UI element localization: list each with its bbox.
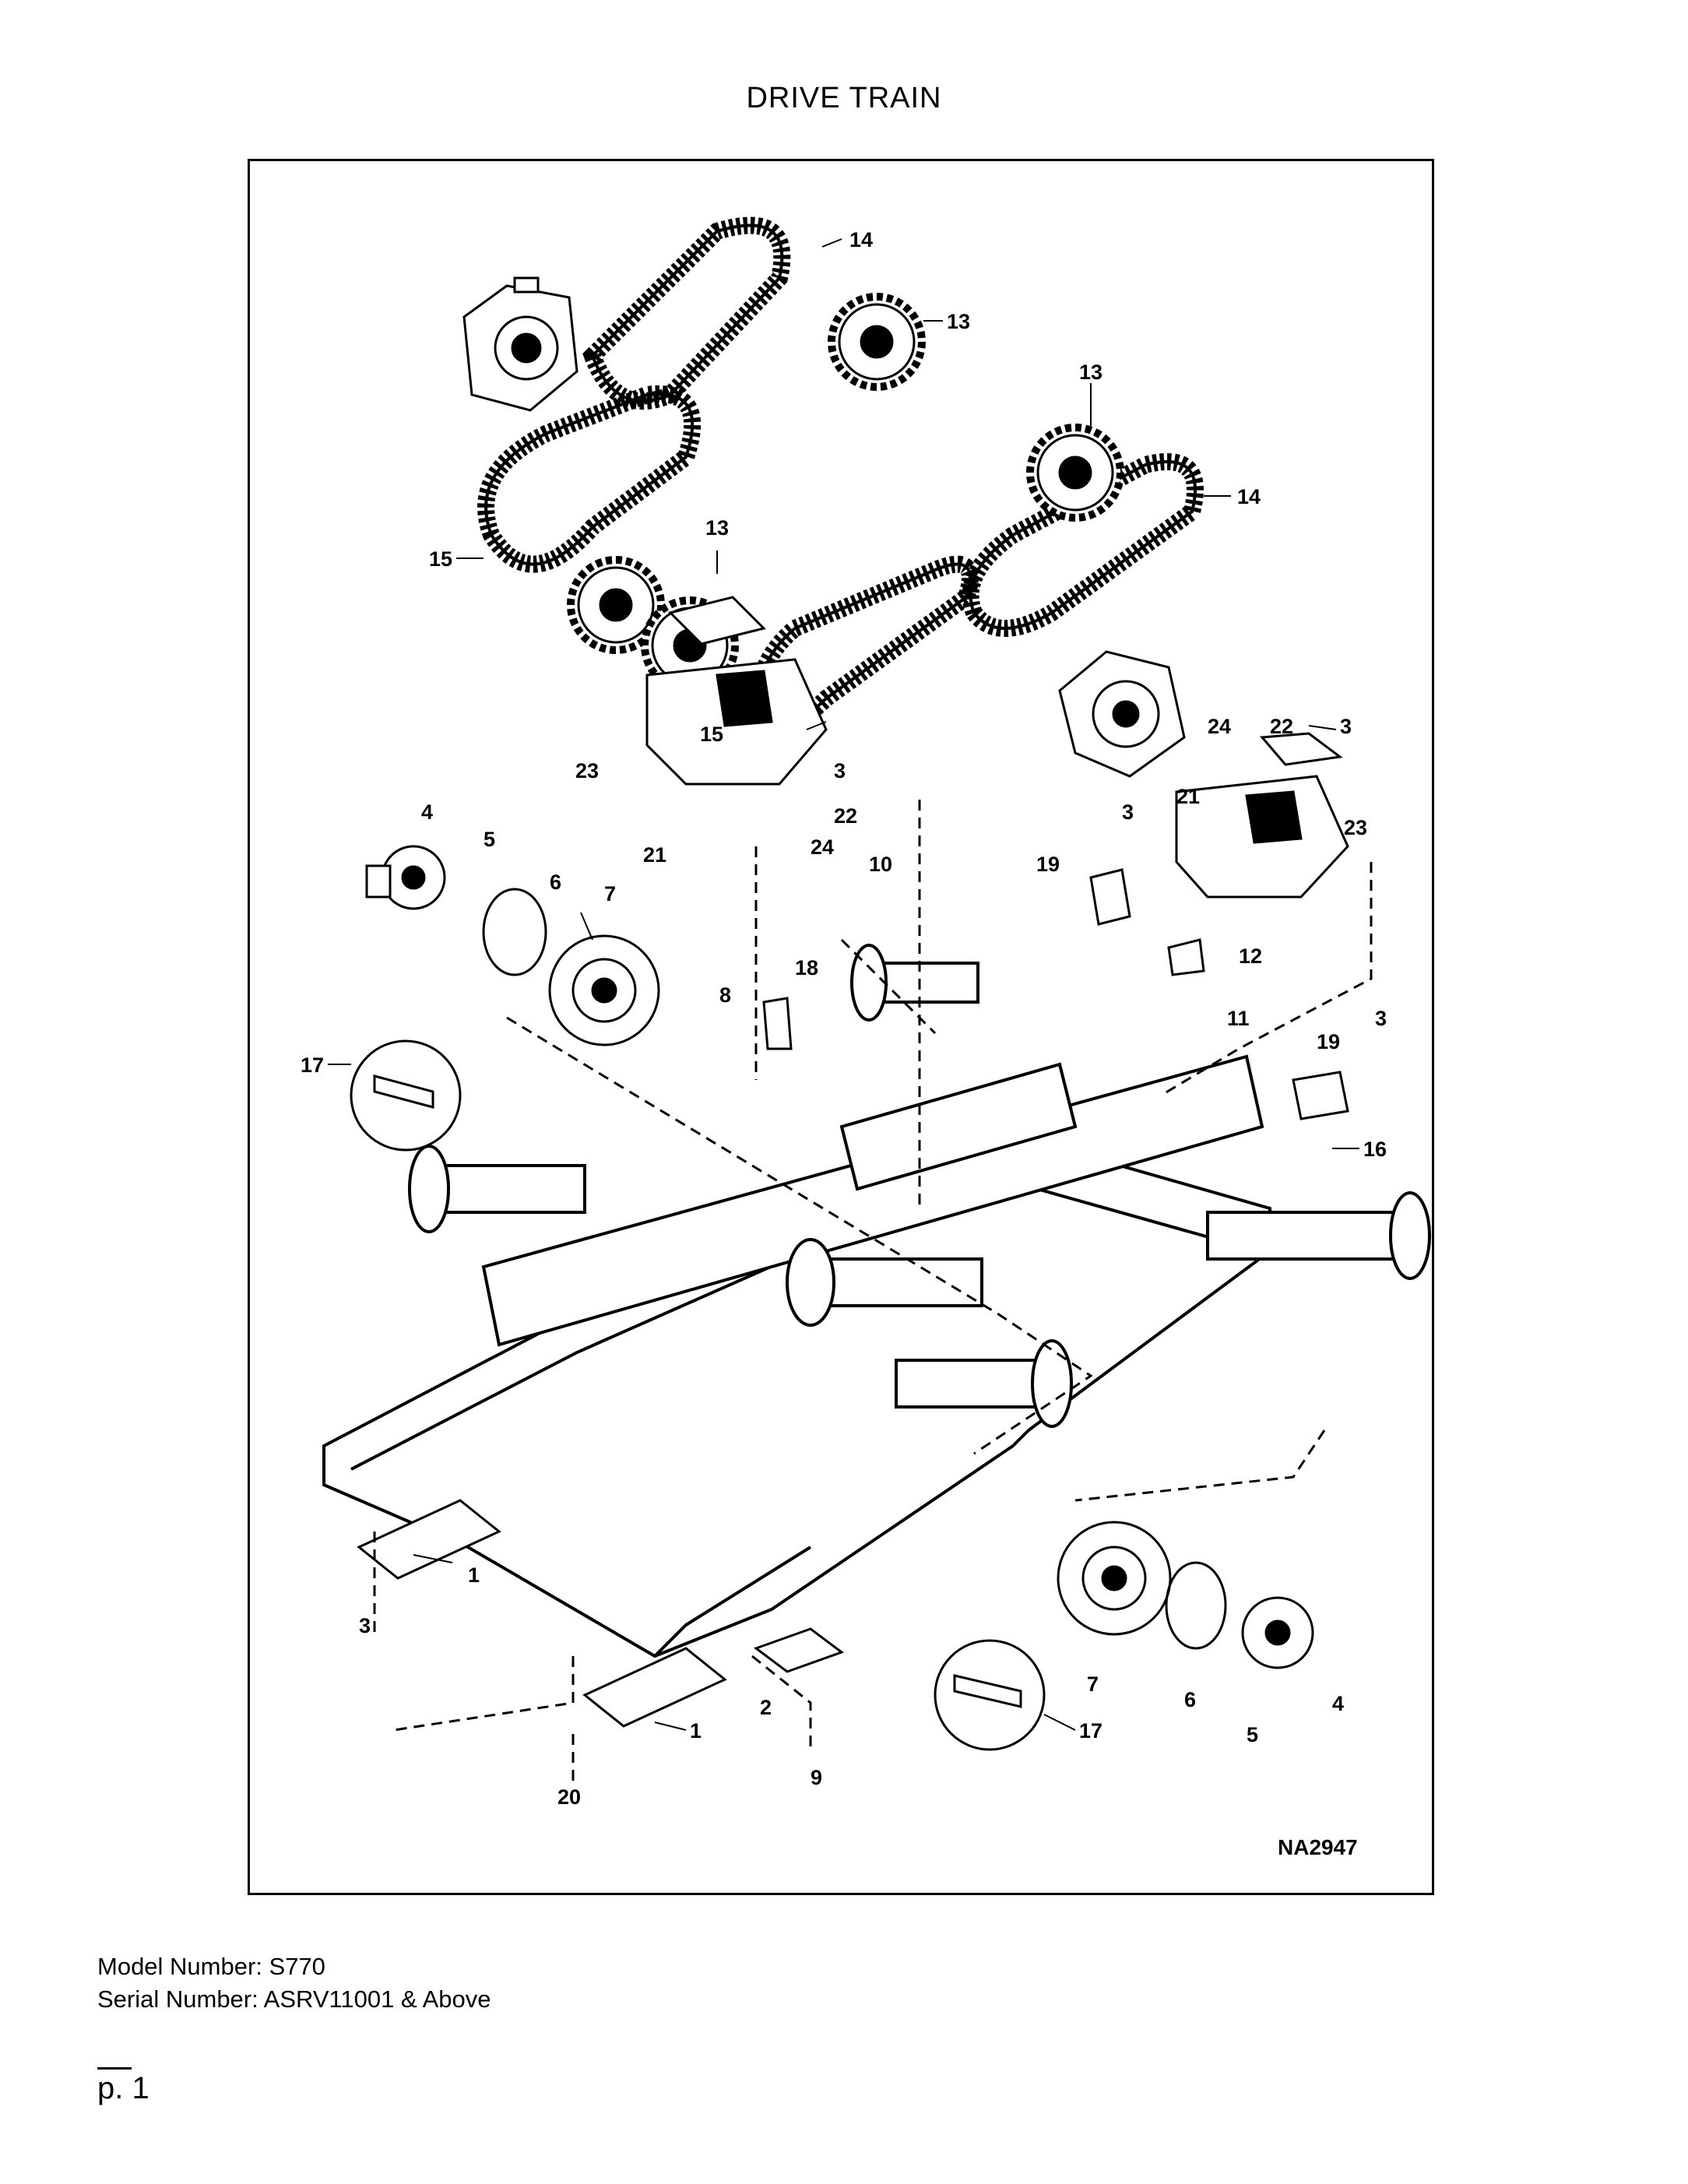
- callout-18: 18: [795, 956, 818, 979]
- page-number-rule: [97, 2067, 132, 2070]
- callout-8: 8: [719, 983, 731, 1007]
- motor-housing-top-left: [462, 276, 578, 412]
- callout-13-left: 13: [705, 516, 729, 540]
- drive-chain-right: [962, 453, 1204, 637]
- bracket-8: [762, 997, 793, 1050]
- callout-17-right: 17: [1079, 1719, 1102, 1743]
- callout-12: 12: [1239, 944, 1262, 968]
- plate-2: [753, 1627, 845, 1673]
- skid-plate-1-left: [357, 1499, 501, 1580]
- callout-13-right: 13: [1079, 360, 1102, 384]
- callout-1-left: 1: [468, 1563, 480, 1587]
- callout-21-right: 21: [1176, 785, 1200, 808]
- callout-3-mid: 3: [1122, 800, 1134, 824]
- callout-7-lower: 7: [1087, 1672, 1099, 1696]
- callout-2: 2: [760, 1696, 772, 1719]
- callout-3-top-right: 3: [1340, 715, 1352, 738]
- callout-15-center: 15: [700, 723, 723, 746]
- callout-3-left: 3: [834, 759, 846, 783]
- callout-3-lower-left: 3: [359, 1614, 371, 1637]
- sealant-tube-17-right: [934, 1639, 1046, 1751]
- callout-19-upper: 19: [1036, 853, 1060, 876]
- callout-23-right: 23: [1344, 816, 1367, 839]
- callout-14-upper: 14: [849, 228, 873, 251]
- callout-24-left: 24: [811, 835, 834, 859]
- skid-plate-1-center: [582, 1647, 727, 1728]
- drive-chain-left: [477, 385, 702, 573]
- callout-4-lower: 4: [1332, 1692, 1344, 1715]
- callout-5-upper: 5: [484, 828, 495, 851]
- callout-6-lower: 6: [1184, 1688, 1196, 1711]
- drive-train-exploded-view: 14 13 13 14 13 15 15 24 22 3 23 3 22 24 …: [301, 216, 1431, 1859]
- callout-22-left: 22: [834, 804, 857, 828]
- callout-10: 10: [869, 853, 892, 876]
- clip-12: [1167, 938, 1205, 976]
- callout-6-upper: 6: [550, 870, 561, 894]
- callout-23-left: 23: [575, 759, 599, 783]
- callout-14-right: 14: [1237, 485, 1261, 508]
- hub-5-lower-right: [1241, 1596, 1314, 1669]
- page-number: p. 1: [97, 2071, 149, 2105]
- callout-1-center: 1: [690, 1719, 702, 1743]
- axle-center: [786, 1238, 983, 1327]
- axle-upper-center: [850, 944, 979, 1022]
- callout-11: 11: [1227, 1007, 1250, 1030]
- bracket-22-right: [1259, 732, 1343, 766]
- o-ring-6-upper: [482, 888, 547, 976]
- callout-4-upper: 4: [421, 800, 433, 824]
- sealant-tube-17-left: [350, 1039, 462, 1152]
- plate-19-upper: [1089, 868, 1131, 926]
- callout-16: 16: [1363, 1138, 1387, 1161]
- sprocket-right-upper: [1026, 424, 1124, 522]
- gearbox-7-upper: [548, 934, 660, 1046]
- page-title: DRIVE TRAIN: [746, 82, 942, 114]
- hub-5-upper-left: [365, 845, 446, 910]
- callout-22-right: 22: [1270, 715, 1293, 738]
- gearbox-7-lower: [1057, 1521, 1172, 1636]
- callout-24-right: 24: [1208, 715, 1231, 738]
- callout-21-left: 21: [643, 843, 666, 867]
- main-chassis-frame-16: [322, 1054, 1271, 1658]
- o-ring-6-lower: [1165, 1561, 1227, 1650]
- callout-3-right-lower: 3: [1375, 1007, 1387, 1030]
- leader-lines: [328, 238, 1359, 1731]
- callout-13-upper: 13: [947, 310, 970, 333]
- exploded-diagram-frame: 14 13 13 14 13 15 15 24 22 3 23 3 22 24 …: [248, 159, 1434, 1895]
- callout-7-upper: 7: [604, 882, 616, 906]
- drive-chain-upper-left: [582, 216, 791, 410]
- model-number: Model Number: S770: [97, 1953, 325, 1980]
- cover-21-left: [645, 658, 828, 786]
- axle-right-rear: [1206, 1191, 1431, 1280]
- callout-5-lower: 5: [1247, 1723, 1258, 1746]
- axle-front: [895, 1339, 1073, 1428]
- cover-21-right: [1175, 775, 1349, 899]
- assembly-dashed-lines: [373, 800, 1373, 1781]
- serial-number: Serial Number: ASRV11001 & Above: [97, 1985, 491, 2013]
- plate-19-lower: [1292, 1071, 1349, 1120]
- bracket-22-left: [668, 596, 766, 645]
- callout-20: 20: [557, 1785, 581, 1809]
- callout-15-left: 15: [429, 547, 452, 571]
- motor-housing-top-right: [1058, 650, 1186, 778]
- figure-code: NA2947: [1278, 1835, 1358, 1859]
- axle-left-rear: [408, 1145, 586, 1233]
- callout-9: 9: [811, 1766, 822, 1789]
- sprocket-left-a: [567, 556, 665, 654]
- callout-19-lower: 19: [1317, 1030, 1340, 1053]
- callout-17-left: 17: [301, 1053, 324, 1077]
- sprocket-upper: [828, 293, 926, 391]
